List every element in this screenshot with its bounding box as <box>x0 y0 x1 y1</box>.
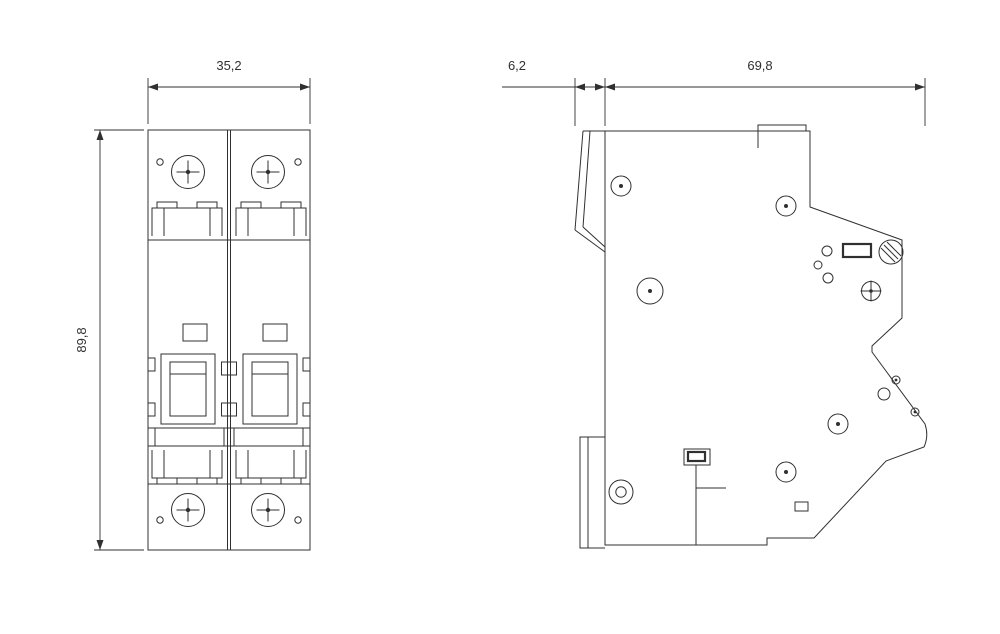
bottom-edge-detail <box>794 501 809 512</box>
toggle-right <box>242 353 298 425</box>
toggle-left <box>160 353 216 425</box>
screw-bottom-left <box>156 493 205 527</box>
bottom-terminal-window <box>683 448 726 545</box>
terminal-top-right <box>235 201 307 236</box>
rivet-lower-front <box>775 461 797 483</box>
rivet-bottom-back <box>608 479 634 505</box>
rating-window-left <box>182 323 208 342</box>
mid-band <box>148 427 310 447</box>
front-top-notch <box>757 124 807 131</box>
housing-notches <box>147 357 311 417</box>
dimension-front-height: 89,8 <box>74 129 144 551</box>
terminal-screw-side <box>878 239 904 265</box>
din-claw-top <box>574 130 606 253</box>
dimension-label-side-depth: 69,8 <box>747 58 772 73</box>
terminal-bottom-right <box>235 450 307 485</box>
screw-bottom-right <box>251 493 302 527</box>
terminal-top-left <box>151 201 223 236</box>
din-clip-bottom <box>579 436 605 549</box>
front-clip-hooks <box>877 375 920 417</box>
front-view <box>147 129 311 551</box>
dimension-side-offset: 6,2 <box>502 58 606 126</box>
pin-cluster <box>813 245 834 284</box>
crosshair-hole <box>860 280 882 302</box>
side-view <box>574 124 928 549</box>
rating-window-right <box>262 323 288 342</box>
terminal-window-top <box>841 242 873 259</box>
rivet-top-back <box>610 175 632 197</box>
dimension-front-width: 35,2 <box>147 58 311 124</box>
dimension-label-side-offset: 6,2 <box>508 58 526 73</box>
terminal-bottom-left <box>151 450 223 485</box>
side-outline <box>604 130 928 546</box>
dimension-side-depth: 69,8 <box>605 58 926 126</box>
rivet-top-front <box>775 195 797 217</box>
dimension-label-front-width: 35,2 <box>216 58 241 73</box>
rivet-mid-back <box>636 277 664 305</box>
screw-top-left <box>156 155 205 189</box>
toggle-tie-bar <box>221 361 237 417</box>
dimension-label-front-height: 89,8 <box>74 327 89 352</box>
screw-top-right <box>251 155 302 189</box>
rivet-bottom-front <box>827 413 849 435</box>
front-outline <box>147 129 311 551</box>
pole-divider <box>227 130 231 550</box>
